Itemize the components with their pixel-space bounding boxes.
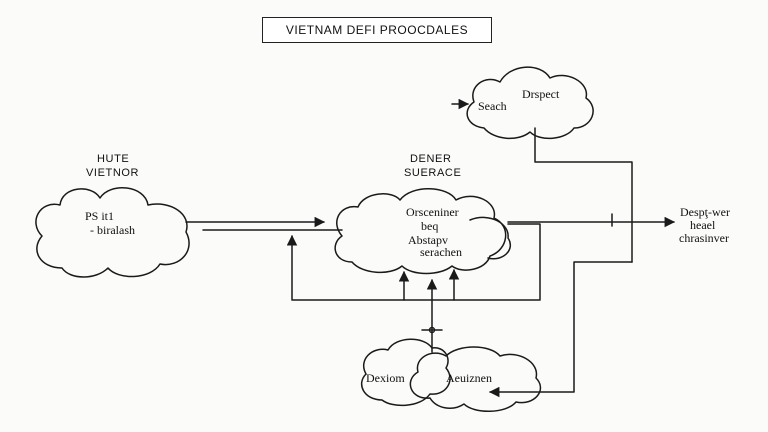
center-cloud-shape xyxy=(334,188,507,275)
top-right-node-line-1: Drspect xyxy=(522,87,560,101)
bottom-node-right-label: Aeuiznen xyxy=(446,371,492,385)
diagram-title: VIETNAM DEFI PROOCDALES xyxy=(262,17,492,43)
right-node-line-2: heael xyxy=(690,218,716,232)
bottom-connector-node xyxy=(428,326,436,334)
left-cloud-shape xyxy=(35,187,190,278)
left-node-line-1: PS it1 xyxy=(85,209,115,223)
bottom-right-cloud-shape xyxy=(409,346,542,412)
center-node-line-4: serachen xyxy=(420,245,462,259)
left-node-header-2: VIETNOR xyxy=(86,167,140,179)
center-cloud-inner xyxy=(469,216,511,260)
center-node-line-2: beq xyxy=(421,219,439,233)
right-node-line-1: Despţ-wer xyxy=(680,205,730,219)
center-node-line-1: Orsceniner xyxy=(406,205,459,219)
top-right-cloud-shape xyxy=(466,66,594,140)
right-return-line xyxy=(488,261,633,398)
right-node-line-3: chrasinver xyxy=(679,231,729,245)
feedback-loop-line xyxy=(286,223,541,301)
bottom-node-left-label: Dexiom xyxy=(366,371,405,385)
center-node-header-1: DENER xyxy=(410,153,452,165)
top-cloud-drop-line xyxy=(534,127,633,263)
left-node-line-2: - biralash xyxy=(90,223,135,237)
center-node-line-3: Abstapv xyxy=(408,233,448,247)
center-node-header-2: SUERACE xyxy=(404,167,462,179)
top-right-node-line-2: Seach xyxy=(478,99,507,113)
left-node-header-1: HUTE xyxy=(97,153,130,165)
